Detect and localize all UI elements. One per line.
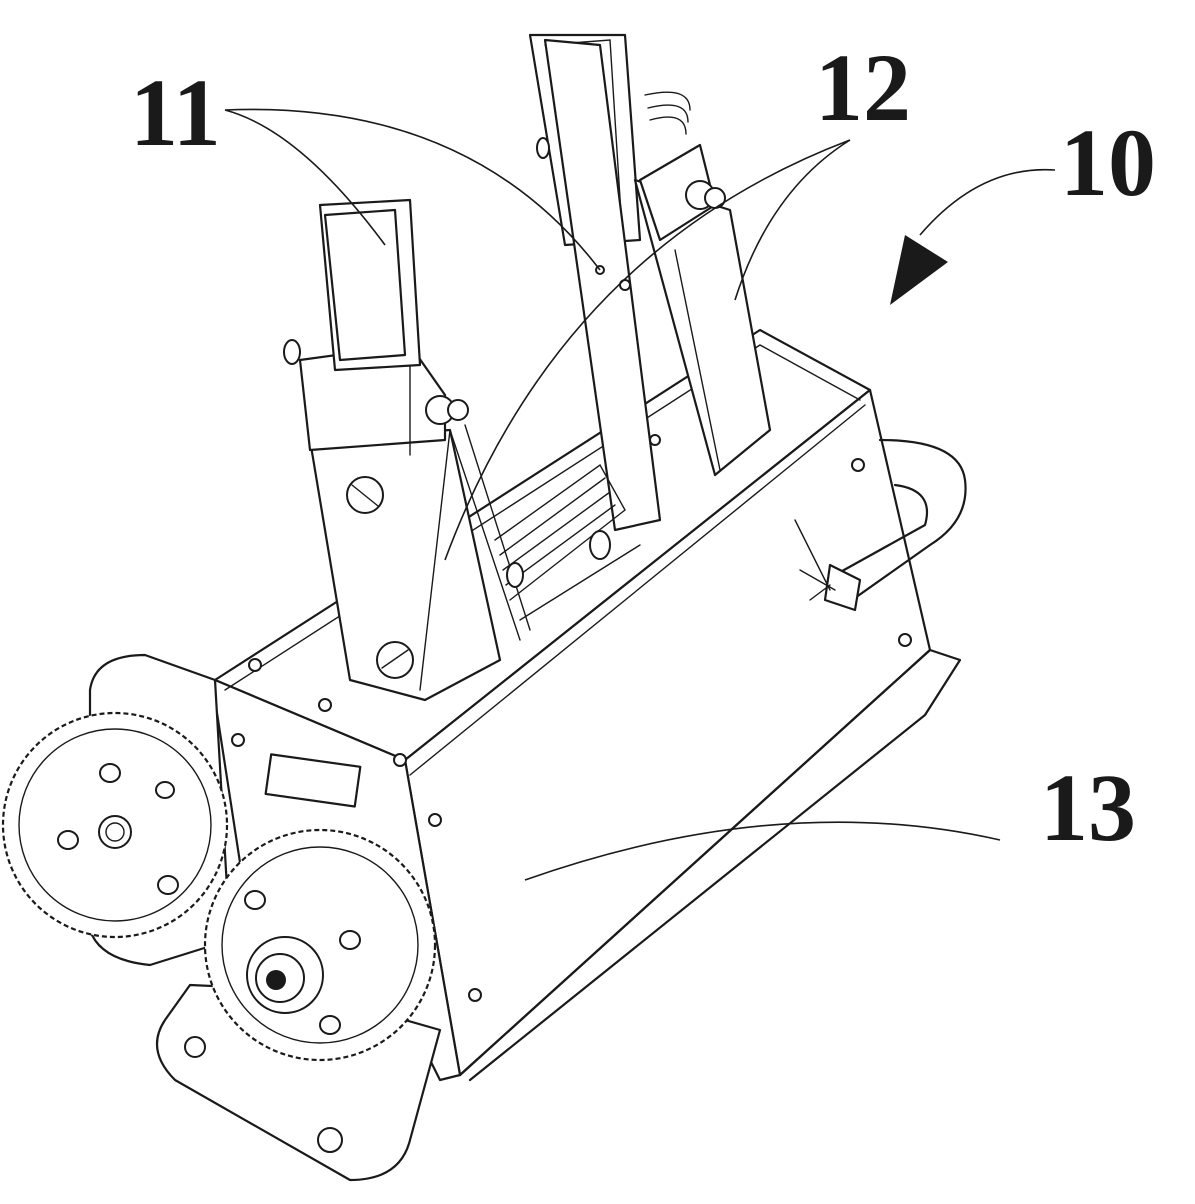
right-clamp-column [528, 33, 772, 532]
front-gear [203, 753, 437, 1062]
rear-gear [1, 711, 229, 939]
ref-label-13: 13 [1040, 754, 1136, 861]
ref-label-12: 12 [815, 34, 911, 141]
left-clamp-column [283, 198, 531, 702]
reference-labels: 11 12 10 13 [130, 34, 1156, 861]
inner-rollers [494, 463, 641, 621]
ref-label-10: 10 [1060, 109, 1156, 216]
ref-label-11: 11 [130, 59, 221, 166]
leader-lines [224, 108, 1056, 881]
side-handle [794, 438, 967, 612]
